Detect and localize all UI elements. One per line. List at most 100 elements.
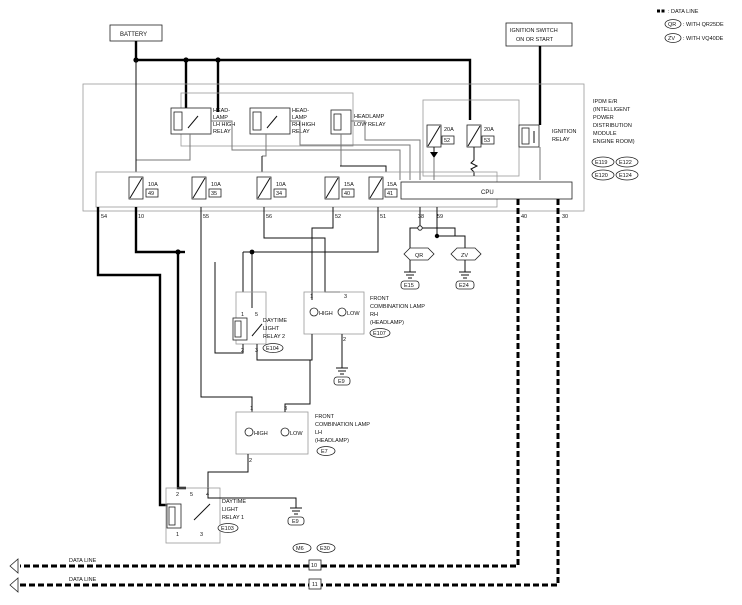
daytime-light-relay-1: 2 5 4 1 3 DAYTIME LIGHT RELAY 1 E103 — [165, 487, 246, 544]
svg-text:LH: LH — [315, 430, 322, 436]
svg-text:40: 40 — [521, 214, 527, 220]
svg-text:1: 1 — [310, 294, 313, 300]
svg-text:E30: E30 — [320, 546, 330, 552]
legend-qr-text: : WITH QR25DE — [683, 22, 724, 28]
ignition-label-line1: IGNITION SWITCH — [510, 28, 558, 34]
legend-qr-code: QR — [668, 22, 676, 28]
svg-text:41: 41 — [387, 191, 393, 197]
svg-text:LIGHT: LIGHT — [263, 326, 280, 332]
svg-text:LIGHT: LIGHT — [222, 507, 239, 513]
svg-text:IGNITION: IGNITION — [552, 129, 576, 135]
ipdm-label-5: MODULE — [593, 131, 617, 137]
svg-text:3: 3 — [200, 532, 203, 538]
data-line-arrows — [9, 558, 19, 593]
headlamp-rh-high-relay: HEAD- LAMP RH HIGH RELAY — [249, 107, 315, 135]
upper-fuse-group: 20A 52 20A 53 — [422, 99, 520, 177]
svg-text:2: 2 — [343, 337, 346, 343]
svg-text:52: 52 — [444, 138, 450, 144]
legend-zv-text: : WITH VQ40DE — [683, 36, 724, 42]
svg-text:LH HIGH: LH HIGH — [213, 122, 235, 128]
svg-text:54: 54 — [101, 214, 107, 220]
svg-text:RH: RH — [370, 312, 378, 318]
svg-text:2: 2 — [249, 458, 252, 464]
svg-text:HEAD-: HEAD- — [292, 108, 309, 114]
svg-text:3: 3 — [284, 406, 287, 412]
svg-text:40: 40 — [344, 191, 350, 197]
ipdm-label-1: IPDM E/R — [593, 99, 617, 105]
svg-text:15A: 15A — [344, 182, 354, 188]
svg-text:RELAY: RELAY — [552, 137, 570, 143]
svg-text:QR: QR — [415, 253, 423, 259]
svg-text:DAYTIME: DAYTIME — [263, 318, 287, 324]
svg-text:55: 55 — [203, 214, 209, 220]
svg-text:LOW: LOW — [347, 311, 360, 317]
svg-text:(HEADLAMP): (HEADLAMP) — [315, 438, 349, 444]
svg-text:38: 38 — [418, 214, 424, 220]
svg-text:(HEADLAMP): (HEADLAMP) — [370, 320, 404, 326]
svg-text:LAMP: LAMP — [213, 115, 228, 121]
svg-text:30: 30 — [562, 214, 568, 220]
fuse-10a-35: 10A 35 — [191, 176, 222, 200]
svg-text:E7: E7 — [321, 449, 328, 455]
svg-text:E9: E9 — [292, 519, 299, 525]
fuse-10a-49: 10A 49 — [128, 176, 159, 200]
daytime-light-relay-2: 1 5 2 3 DAYTIME LIGHT RELAY 2 E104 — [232, 291, 287, 354]
svg-text:1: 1 — [176, 532, 179, 538]
svg-text:HEADLAMP: HEADLAMP — [354, 114, 385, 120]
fuse-10a-34: 10A 34 — [256, 176, 287, 200]
ground-e9-upper: E9 — [333, 367, 351, 386]
svg-text:COMBINATION LAMP: COMBINATION LAMP — [315, 422, 370, 428]
svg-text:11: 11 — [312, 582, 318, 588]
svg-text:10A: 10A — [148, 182, 158, 188]
svg-text:E24: E24 — [459, 283, 469, 289]
svg-text:E15: E15 — [404, 283, 414, 289]
front-combination-lamp-rh: 1 3 HIGH LOW 2 FRONT COMBINATION LAMP RH… — [303, 291, 425, 343]
legend-zv-code: ZV — [668, 36, 675, 42]
svg-text:FRONT: FRONT — [315, 414, 335, 420]
data-line-label-2: DATA LINE — [69, 577, 97, 583]
fuse-15a-41: 15A 41 — [368, 176, 398, 200]
ground-e9-lower: E9 — [287, 507, 305, 526]
svg-text:E9: E9 — [338, 379, 345, 385]
ipdm-conn-e122: E122 — [619, 160, 632, 166]
svg-text:5: 5 — [255, 312, 258, 318]
svg-text:RH HIGH: RH HIGH — [292, 122, 315, 128]
svg-text:COMBINATION LAMP: COMBINATION LAMP — [370, 304, 425, 310]
ipdm-pin-numbers: 54 10 55 56 52 51 38 59 40 30 — [101, 214, 568, 220]
svg-text:35: 35 — [211, 191, 217, 197]
ground-e15: E15 — [400, 271, 420, 290]
svg-text:1: 1 — [250, 406, 253, 412]
ipdm-conn-e119: E119 — [595, 160, 607, 166]
legend-data-line: : DATA LINE — [668, 9, 699, 15]
svg-text:34: 34 — [276, 191, 282, 197]
joint-connector: M6 E30 10 11 — [292, 543, 336, 590]
ipdm-label-2: (INTELLIGENT — [593, 107, 631, 113]
svg-text:HIGH: HIGH — [254, 431, 268, 437]
svg-text:3: 3 — [344, 294, 347, 300]
ipdm-conn-e120: E120 — [595, 173, 608, 179]
battery-label: BATTERY — [120, 32, 147, 38]
svg-text:LOW: LOW — [290, 431, 303, 437]
svg-text:10A: 10A — [276, 182, 286, 188]
ipdm-connector-tags: E119 E122 E120 E124 — [591, 156, 639, 181]
qr-tag: QR — [403, 247, 435, 261]
svg-text:E107: E107 — [373, 331, 386, 337]
svg-text:20A: 20A — [444, 127, 454, 133]
svg-text:E104: E104 — [266, 346, 279, 352]
ipdm-label-3: POWER — [593, 115, 614, 121]
svg-text:49: 49 — [148, 191, 154, 197]
legend: : DATA LINE QR : WITH QR25DE ZV : WITH V… — [657, 9, 724, 43]
ipdm-label-6: ENGINE ROOM) — [593, 139, 635, 145]
svg-text:DAYTIME: DAYTIME — [222, 499, 246, 505]
svg-text:52: 52 — [335, 214, 341, 220]
svg-text:RELAY: RELAY — [292, 129, 310, 135]
svg-text:51: 51 — [380, 214, 386, 220]
svg-text:20A: 20A — [484, 127, 494, 133]
svg-text:RELAY: RELAY — [213, 129, 231, 135]
cpu-label: CPU — [481, 190, 494, 196]
cpu-block — [400, 181, 573, 200]
front-combination-lamp-lh: 1 3 HIGH LOW 2 FRONT COMBINATION LAMP LH… — [235, 406, 370, 464]
svg-text:56: 56 — [266, 214, 272, 220]
svg-text:RELAY 2: RELAY 2 — [263, 334, 285, 340]
svg-text:LOW RELAY: LOW RELAY — [354, 122, 386, 128]
